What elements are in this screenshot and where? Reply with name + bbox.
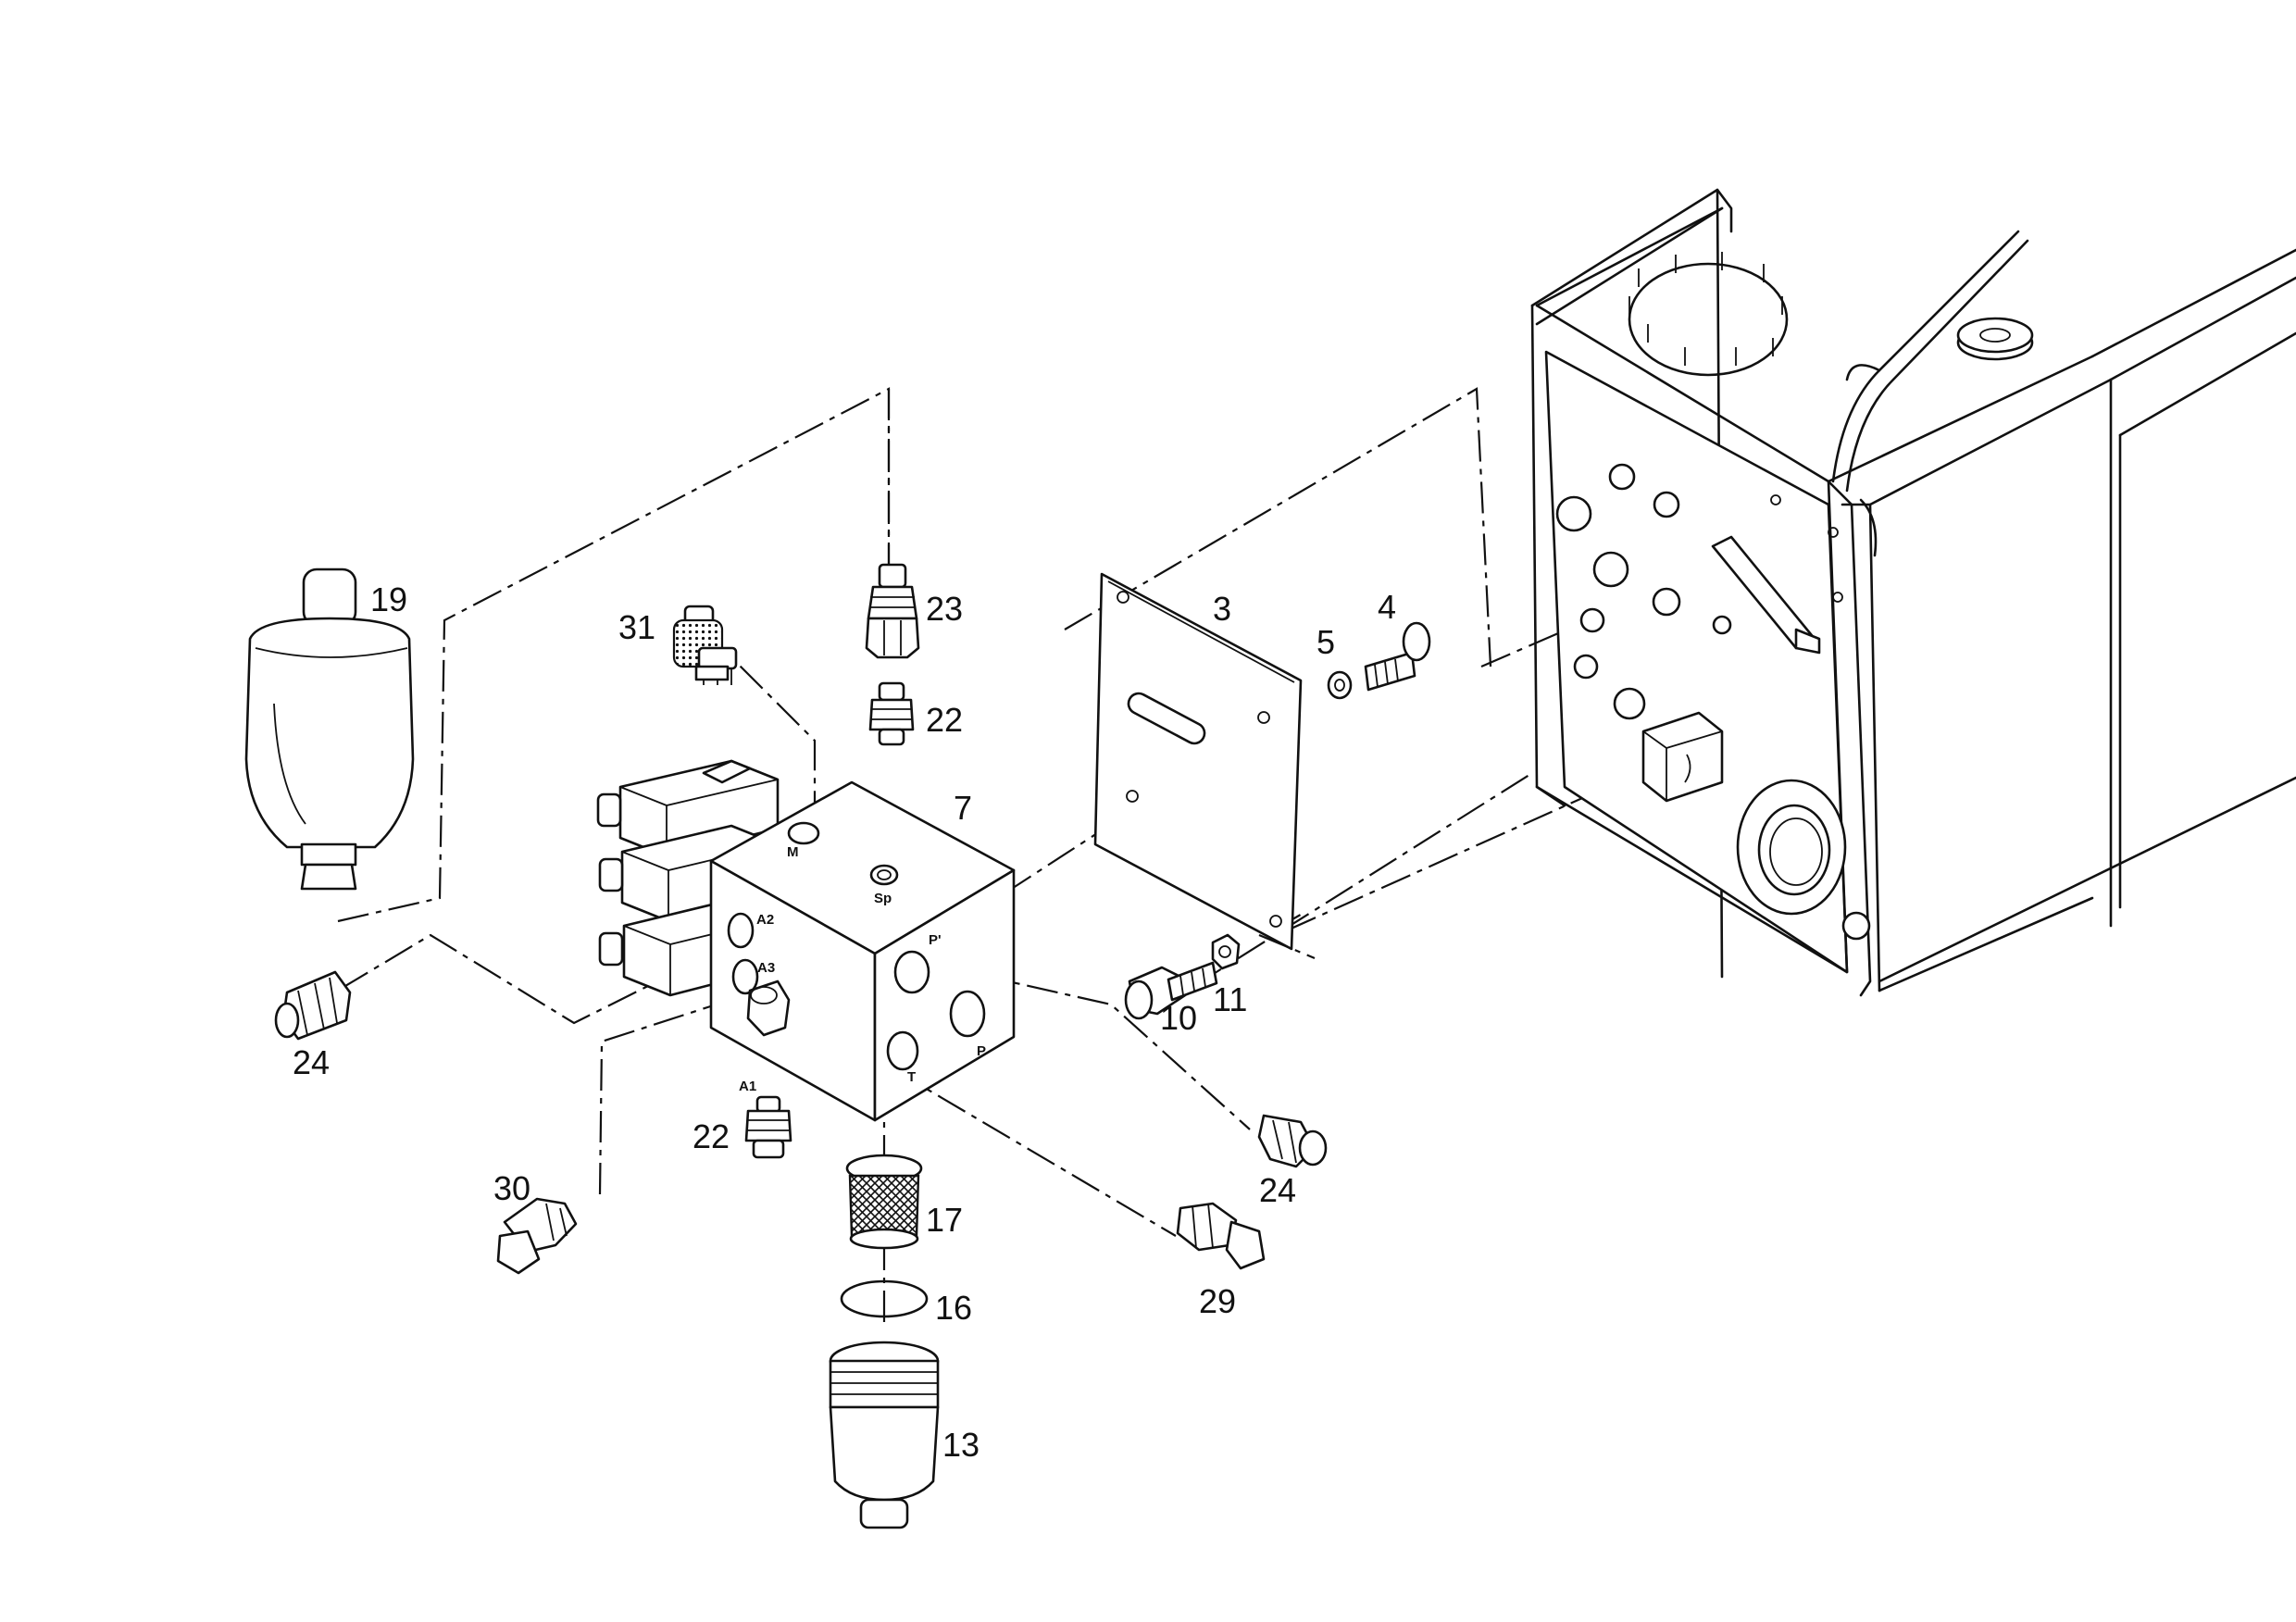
part-24-fitting-left[interactable]: [274, 970, 352, 1041]
part-3-mounting-plate[interactable]: [1093, 572, 1303, 951]
callout-labels: 19 31 23 22 7 3 5 4 10 11 24 24 22 30 17…: [293, 580, 1396, 1464]
part-23-fitting[interactable]: [865, 563, 920, 659]
callout-22-top: 22: [926, 701, 963, 739]
part-7-manifold-block[interactable]: M Sp A2 A3 P' P T A1: [709, 780, 1016, 1122]
part-16-o-ring[interactable]: [840, 1279, 929, 1318]
port-label-A3: A3: [757, 960, 775, 976]
callout-22-bottom: 22: [693, 1117, 730, 1155]
callout-4: 4: [1378, 588, 1396, 626]
callout-24-left: 24: [293, 1043, 330, 1081]
part-4-bolt[interactable]: [1364, 621, 1431, 692]
hydraulic-tank: [1530, 188, 2296, 997]
port-label-A2: A2: [756, 912, 774, 928]
callout-29: 29: [1199, 1282, 1236, 1320]
assembly-lines: [337, 387, 1760, 1324]
callout-11: 11: [1213, 980, 1247, 1018]
part-5-washer[interactable]: [1327, 670, 1353, 700]
part-30-elbow-fitting[interactable]: [496, 1197, 578, 1275]
callout-16: 16: [935, 1289, 972, 1327]
part-22-nipple-top[interactable]: [868, 681, 915, 746]
port-label-T: T: [907, 1069, 916, 1085]
part-10-bolt[interactable]: [1124, 961, 1218, 1020]
port-label-P1: P': [929, 932, 942, 948]
callout-17: 17: [926, 1201, 963, 1239]
part-31-knurled-fitting[interactable]: [672, 605, 738, 685]
part-24-fitting-right[interactable]: [1257, 1114, 1328, 1168]
part-13-filter-bowl[interactable]: [829, 1341, 940, 1529]
part-19-accumulator[interactable]: [244, 568, 415, 891]
callout-23: 23: [926, 590, 963, 628]
part-17-strainer[interactable]: [845, 1154, 923, 1250]
callout-13: 13: [942, 1426, 980, 1464]
part-11-nut[interactable]: [1211, 933, 1241, 970]
callout-30: 30: [493, 1169, 530, 1207]
part-29-elbow-fitting[interactable]: [1176, 1202, 1266, 1270]
part-22-nipple-bottom[interactable]: [744, 1095, 792, 1159]
port-label-P: P: [977, 1043, 986, 1059]
port-label-A1: A1: [739, 1079, 756, 1094]
port-label-M: M: [787, 844, 799, 860]
callout-24-right: 24: [1259, 1171, 1296, 1209]
callout-3: 3: [1213, 590, 1231, 628]
port-label-Sp: Sp: [874, 891, 892, 906]
callout-10: 10: [1160, 999, 1197, 1037]
callout-7: 7: [954, 789, 972, 827]
callout-31: 31: [618, 608, 655, 646]
callout-19: 19: [370, 580, 407, 618]
callout-5: 5: [1316, 623, 1335, 661]
